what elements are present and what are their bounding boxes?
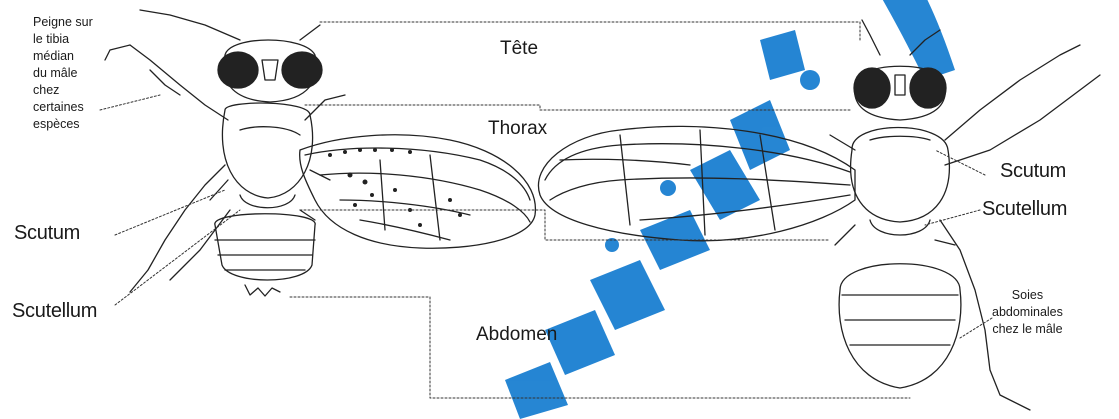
- right-fly-wing: [538, 126, 855, 240]
- label-scutellum-left: Scutellum: [12, 300, 97, 323]
- label-soies: Soies abdominales chez le mâle: [992, 287, 1063, 338]
- right-fly-eye-right: [910, 68, 946, 108]
- right-fly-eye-left: [854, 68, 890, 108]
- left-fly-eye-left: [218, 52, 258, 88]
- left-fly: [105, 10, 535, 296]
- label-tete: Tête: [500, 38, 538, 60]
- label-thorax: Thorax: [488, 118, 547, 140]
- label-abdomen: Abdomen: [476, 324, 557, 346]
- left-fly-thorax: [222, 103, 312, 198]
- label-scutellum-right: Scutellum: [982, 198, 1067, 221]
- right-fly-abdomen: [839, 264, 961, 388]
- label-scutum-left: Scutum: [14, 222, 80, 245]
- label-peigne: Peigne sur le tibia médian du mâle chez …: [33, 14, 93, 133]
- left-fly-eye-right: [282, 52, 322, 88]
- right-fly-thorax: [851, 128, 950, 223]
- label-scutum-right: Scutum: [1000, 160, 1066, 183]
